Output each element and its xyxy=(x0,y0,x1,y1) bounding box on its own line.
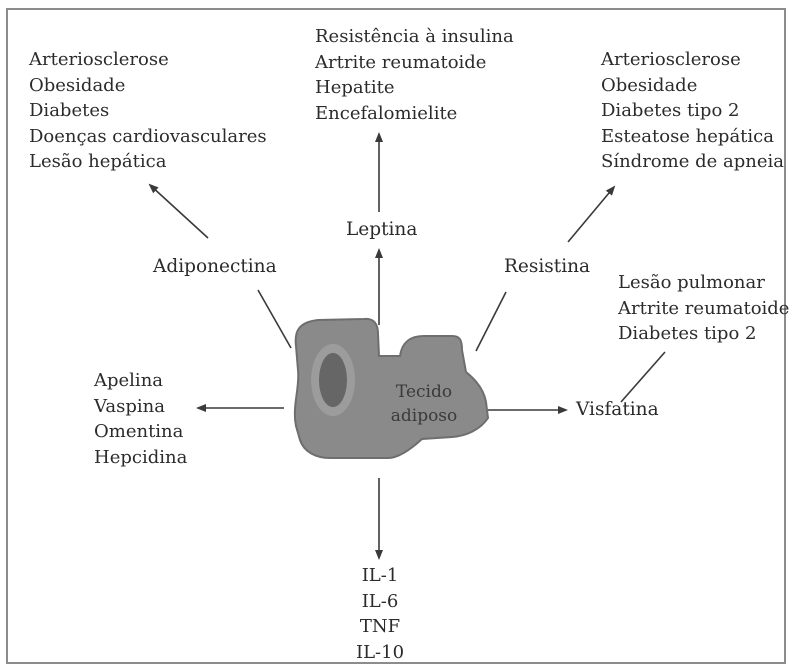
cytokine-item: IL-6 xyxy=(330,589,430,615)
condition-item: Arteriosclerose xyxy=(29,47,267,73)
connector-adiponectina-tissue xyxy=(258,290,291,348)
other-adipokines-list: Apelina Vaspina Omentina Hepcidina xyxy=(94,368,187,470)
condition-item: Diabetes tipo 2 xyxy=(618,321,789,347)
condition-item: Diabetes xyxy=(29,98,267,124)
leptina-conditions-list: Resistência à insulina Artrite reumatoid… xyxy=(315,24,514,126)
condition-item: Artrite reumatoide xyxy=(618,296,789,322)
resistina-conditions-list: Arteriosclerose Obesidade Diabetes tipo … xyxy=(601,47,784,175)
condition-item: Resistência à insulina xyxy=(315,24,514,50)
visfatina-conditions-list: Lesão pulmonar Artrite reumatoide Diabet… xyxy=(618,270,789,347)
adipose-tissue-label: Tecido adiposo xyxy=(378,380,470,428)
condition-item: Lesão pulmonar xyxy=(618,270,789,296)
cytokine-item: IL-10 xyxy=(330,640,430,666)
visfatina-label: Visfatina xyxy=(576,399,659,420)
adipokine-item: Apelina xyxy=(94,368,187,394)
arrow-resistina-conditions xyxy=(568,187,614,242)
adipose-tissue-label-line1: Tecido xyxy=(378,380,470,404)
condition-item: Artrite reumatoide xyxy=(315,50,514,76)
condition-item: Arteriosclerose xyxy=(601,47,784,73)
arrow-adiponectina-conditions xyxy=(150,185,208,238)
adipokine-item: Vaspina xyxy=(94,394,187,420)
adipose-tissue-label-line2: adiposo xyxy=(378,404,470,428)
adiponectina-label: Adiponectina xyxy=(153,256,277,277)
condition-item: Síndrome de apneia xyxy=(601,149,784,175)
condition-item: Doenças cardiovasculares xyxy=(29,124,267,150)
connector-visfatina-conditions xyxy=(621,352,665,402)
blood-vessel-lumen xyxy=(319,353,347,407)
condition-item: Obesidade xyxy=(601,73,784,99)
adipokine-item: Hepcidina xyxy=(94,445,187,471)
connector-resistina-tissue xyxy=(476,292,506,351)
adiponectina-conditions-list: Arteriosclerose Obesidade Diabetes Doenç… xyxy=(29,47,267,175)
adipokine-item: Omentina xyxy=(94,419,187,445)
leptina-label: Leptina xyxy=(346,219,417,240)
condition-item: Lesão hepática xyxy=(29,149,267,175)
resistina-label: Resistina xyxy=(504,256,590,277)
condition-item: Encefalomielite xyxy=(315,101,514,127)
condition-item: Esteatose hepática xyxy=(601,124,784,150)
condition-item: Diabetes tipo 2 xyxy=(601,98,784,124)
condition-item: Hepatite xyxy=(315,75,514,101)
cytokines-list: IL-1 IL-6 TNF IL-10 xyxy=(330,563,430,665)
cytokine-item: TNF xyxy=(330,614,430,640)
condition-item: Obesidade xyxy=(29,73,267,99)
cytokine-item: IL-1 xyxy=(330,563,430,589)
